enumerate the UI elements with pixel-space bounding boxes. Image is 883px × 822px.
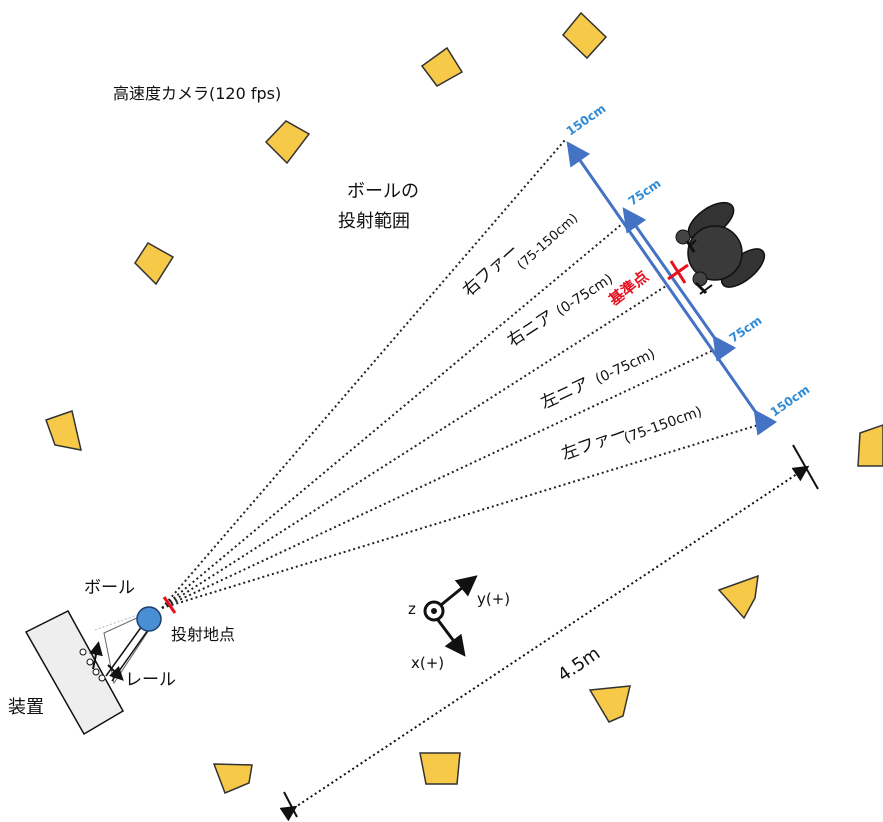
zone-right-far-label: 右ファー (459, 240, 523, 300)
camera-icon (45, 410, 82, 451)
distance-75cm-bottom: 75cm (727, 313, 765, 345)
distance-75cm-top: 75cm (626, 176, 664, 208)
projection-lines (161, 139, 769, 609)
camera-icon (134, 242, 175, 286)
launch-point-marker (162, 596, 177, 614)
device-box (24, 610, 125, 736)
camera-label: 高速度カメラ(120 fps) (113, 84, 281, 103)
ball-icon (136, 606, 162, 632)
launch-point-label: 投射地点 (171, 625, 235, 644)
camera-icon (588, 685, 631, 723)
reference-point-label: 基準点 (605, 267, 652, 310)
zone-right-far-range: (75-150cm) (515, 211, 582, 273)
camera-icon (857, 424, 883, 467)
zone-right-near-label: 右ニア (504, 307, 558, 352)
coordinate-axes (423, 575, 478, 657)
range-label-line2: 投射範囲 (338, 211, 410, 232)
distance-150cm-top: 150cm (564, 101, 609, 138)
distance-150cm-bottom: 150cm (768, 382, 813, 419)
camera-icon (264, 120, 311, 165)
zone-left-far-range: (75-150cm) (622, 404, 704, 447)
camera-icon (212, 763, 253, 794)
distance-label: 4.5m (554, 643, 604, 686)
camera-icon (420, 46, 464, 87)
camera-icon (717, 574, 759, 620)
person-icon (675, 201, 766, 295)
launch-device (24, 596, 177, 736)
axis-z-label: z (408, 600, 416, 618)
zone-left-far-label: 左ファー (559, 423, 630, 465)
ball-label: ボール (84, 578, 135, 598)
reference-point-marker (667, 260, 689, 284)
axis-x-label: x(+) (411, 654, 444, 672)
distance-4-5m-arrow (279, 444, 819, 822)
zone-left-near-label: 左ニア (538, 374, 593, 414)
camera-icon (561, 11, 608, 60)
device-label: 装置 (8, 697, 44, 718)
axis-y-label: y(+) (477, 590, 510, 608)
camera-icon (419, 752, 461, 785)
range-label-line1: ボールの (347, 181, 419, 202)
rail-label: レール (125, 670, 176, 690)
